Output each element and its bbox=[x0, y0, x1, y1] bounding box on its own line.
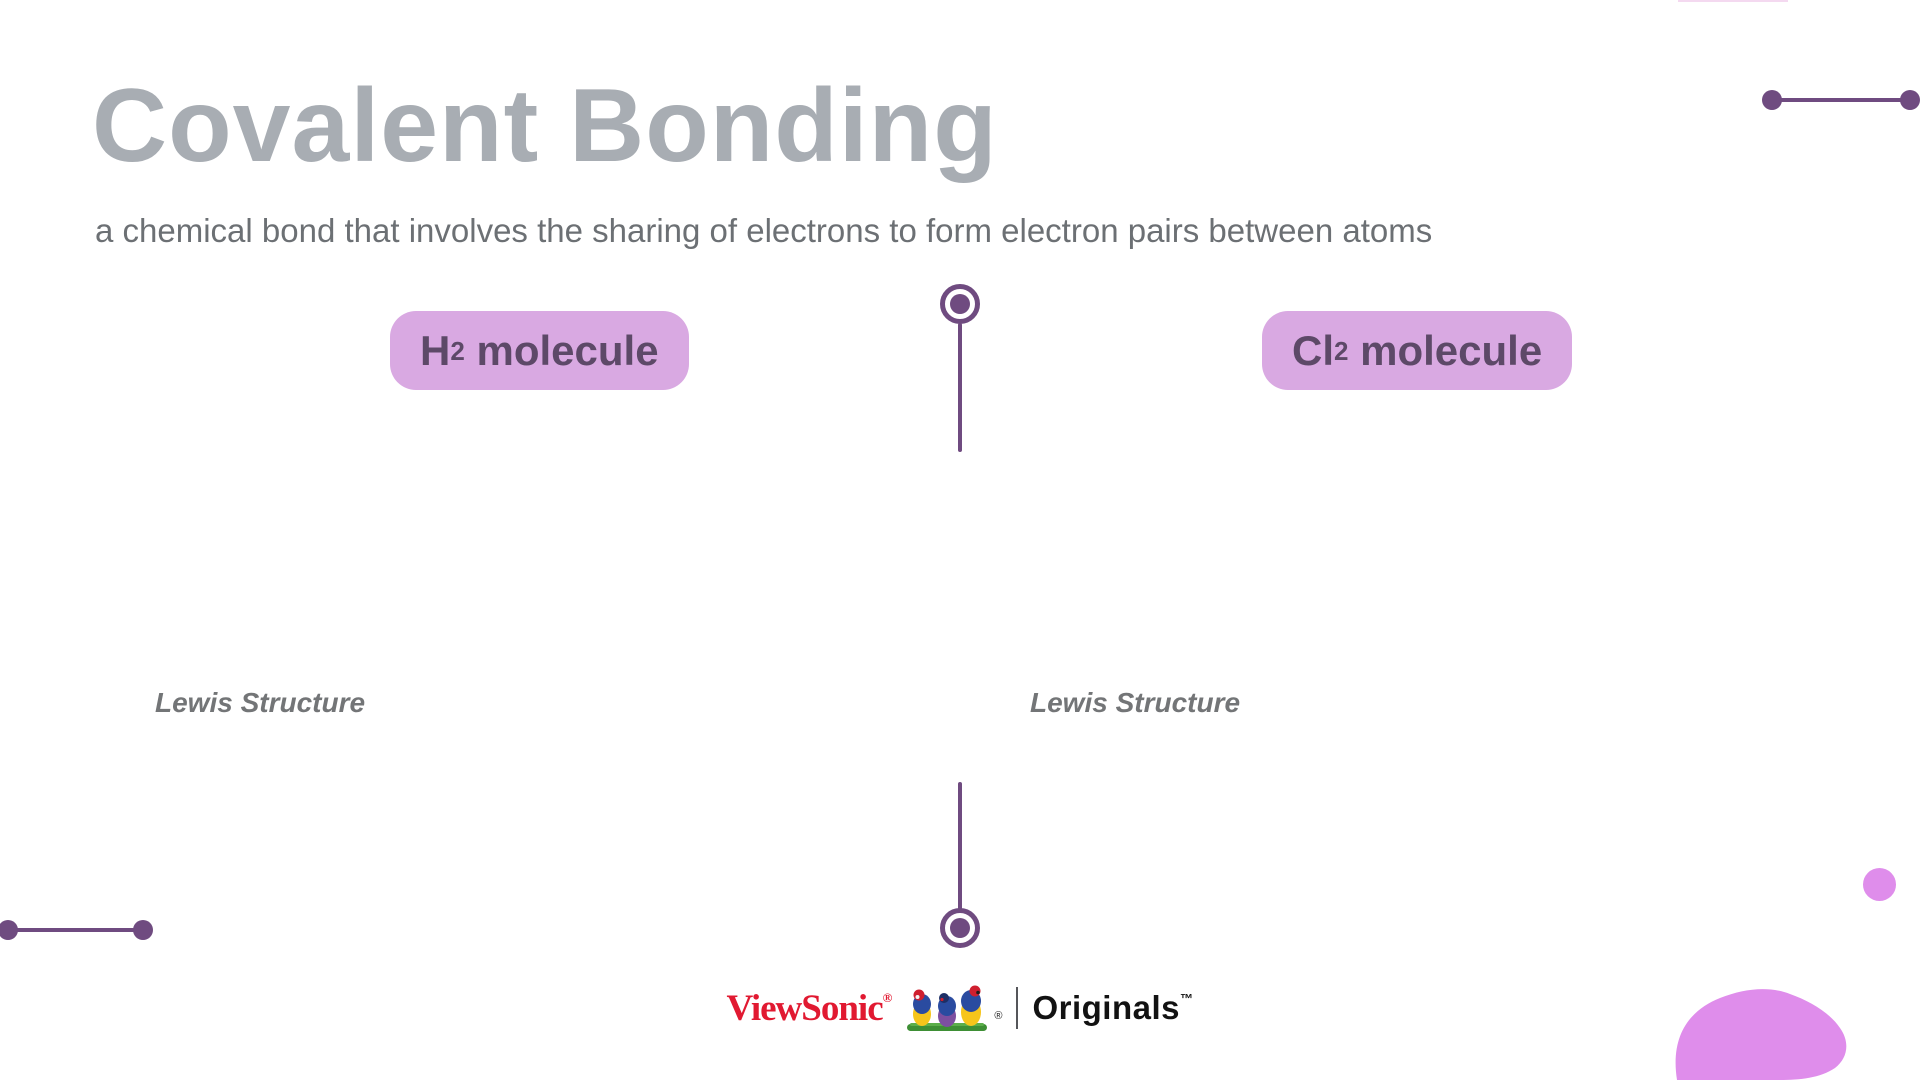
subtitle: a chemical bond that involves the sharin… bbox=[95, 212, 1433, 249]
badge-element: H bbox=[420, 326, 451, 374]
registered-mark: ® bbox=[882, 989, 893, 1005]
connector-dot-icon bbox=[1762, 90, 1782, 110]
lewis-structure-label-left: Lewis Structure bbox=[155, 687, 366, 718]
decor-blob-icon bbox=[1675, 989, 1847, 1080]
page-title: Covalent Bonding bbox=[92, 68, 998, 184]
connector-line bbox=[1772, 98, 1910, 102]
connector-line bbox=[8, 928, 143, 932]
badge-label: molecule bbox=[464, 326, 659, 374]
badge-label: molecule bbox=[1348, 326, 1543, 374]
finches-logo-icon bbox=[907, 985, 988, 1031]
connector-top-right bbox=[1762, 90, 1920, 110]
divider-line-bottom bbox=[958, 782, 962, 910]
brand-footer: ViewSonic® ® Originals™ bbox=[0, 982, 1920, 1034]
originals-text: Originals bbox=[1032, 989, 1180, 1026]
connector-dot-icon bbox=[0, 920, 18, 940]
divider-ring-top-icon bbox=[940, 284, 980, 324]
connector-bottom-left bbox=[0, 920, 155, 940]
viewsonic-wordmark: ViewSonic® bbox=[726, 987, 892, 1030]
lewis-structure-label-right: Lewis Structure bbox=[1030, 687, 1241, 718]
divider-dot-icon bbox=[950, 294, 970, 314]
logo-registered-mark: ® bbox=[994, 1010, 1003, 1022]
originals-wordmark: Originals™ bbox=[1032, 989, 1193, 1027]
footer-divider bbox=[1016, 987, 1019, 1029]
trademark-mark: ™ bbox=[1180, 991, 1194, 1006]
connector-dot-icon bbox=[133, 920, 153, 940]
decor-circle-icon bbox=[1863, 868, 1896, 901]
divider-line-top bbox=[958, 323, 962, 452]
connector-dot-icon bbox=[1900, 90, 1920, 110]
divider-ring-bottom-icon bbox=[940, 908, 980, 948]
divider-dot-icon bbox=[950, 918, 970, 938]
viewsonic-text: ViewSonic bbox=[726, 987, 883, 1029]
decor-top-strip bbox=[1678, 0, 1788, 2]
badge-element: Cl bbox=[1292, 326, 1334, 374]
